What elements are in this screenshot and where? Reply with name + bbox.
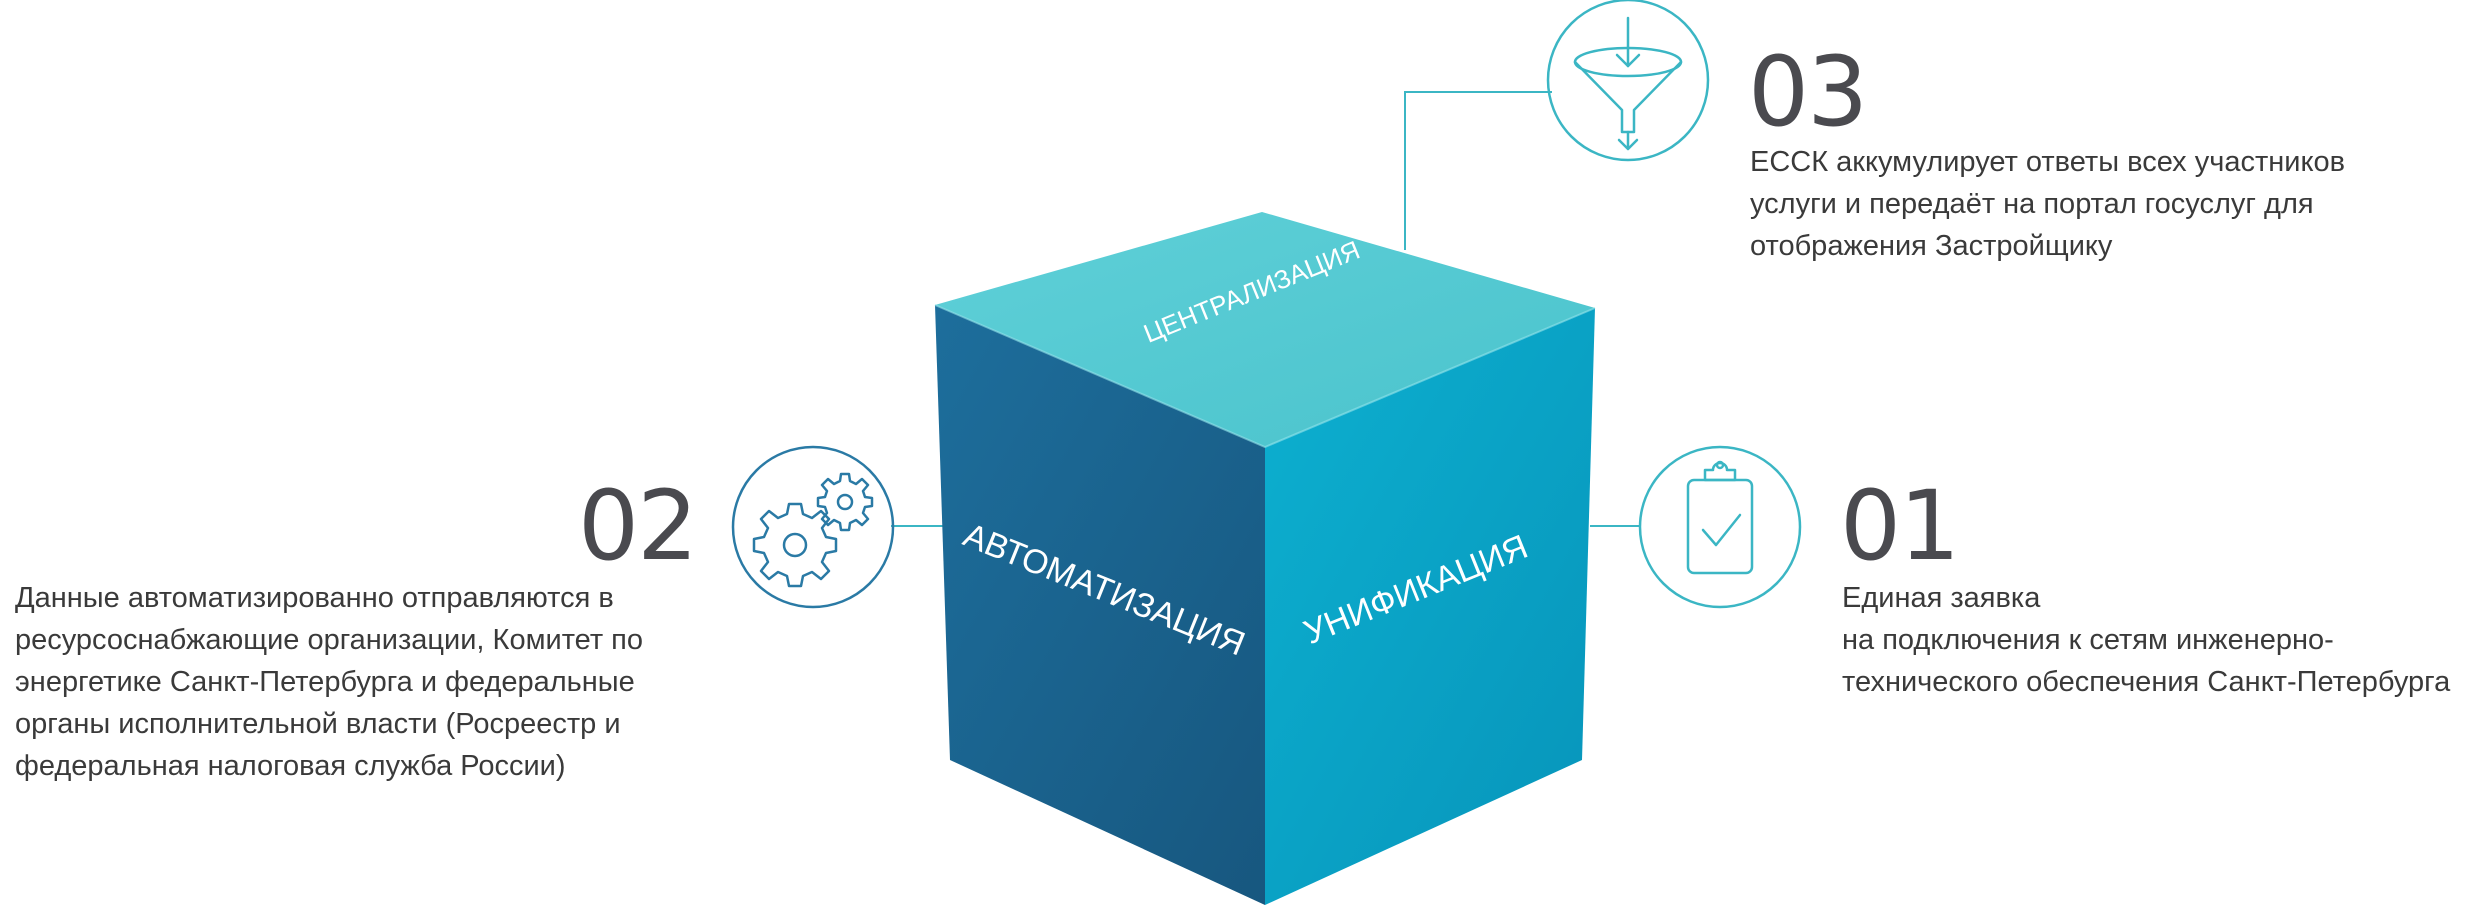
step-number-01: 01 xyxy=(1840,470,1960,582)
step-number-03: 03 xyxy=(1748,36,1868,148)
step-text-02: Данные автоматизированно отправляются в … xyxy=(15,582,644,782)
clipboard-check-icon xyxy=(1638,445,1802,609)
funnel-icon xyxy=(1546,0,1710,162)
step-text-03: ЕССК аккумулирует ответы всех участников… xyxy=(1750,146,2346,262)
cube-top-face xyxy=(935,212,1595,447)
step-number-02: 02 xyxy=(578,470,698,582)
connector-03 xyxy=(1404,91,1552,250)
step-text-01: Единая заявка на подключения к сетям инж… xyxy=(1842,582,2451,698)
cube-left-face xyxy=(935,305,1265,905)
cube xyxy=(934,212,1596,905)
cube-right-face xyxy=(1265,308,1595,905)
gears-icon xyxy=(731,445,895,609)
